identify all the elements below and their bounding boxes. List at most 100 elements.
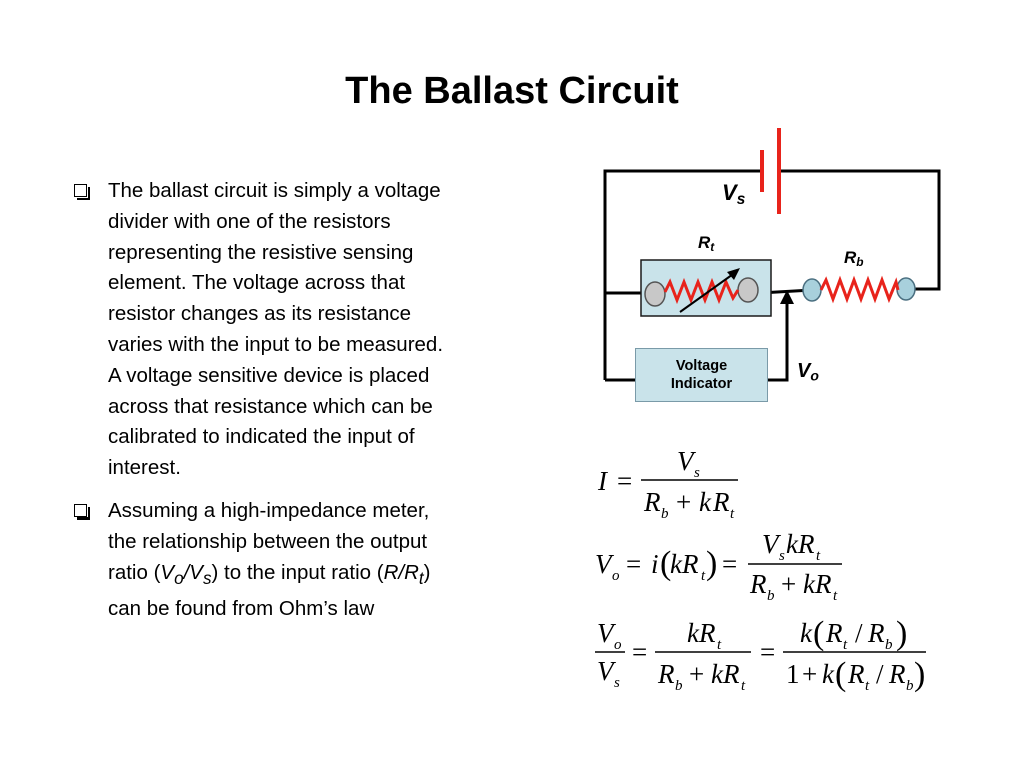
rt-sub: t xyxy=(418,568,424,588)
equations: I = V s R b + k R t V o = i ( kR t ) = V… xyxy=(595,446,926,694)
eq2-lhs-v: V xyxy=(595,549,615,579)
rb-zigzag xyxy=(819,275,900,304)
eq2-num-v: V xyxy=(762,529,782,559)
bullet-item: Assuming a high-impedance meter, the rel… xyxy=(70,496,460,625)
bullet-text-start: Assuming a high-impedance meter, the rel… xyxy=(108,498,430,584)
svg-text:(: ( xyxy=(835,656,846,693)
rt-variable-arrow xyxy=(679,271,737,313)
eq3-f1-den-rb: R xyxy=(657,659,675,689)
eq2-den-plus: + xyxy=(781,569,796,599)
eq3-lhs-num-sub: o xyxy=(614,637,622,653)
eq1-den-rt-sub: t xyxy=(730,506,735,522)
eq3-f2-num-rb: R xyxy=(867,618,885,648)
rt-label: Rt xyxy=(698,233,715,254)
rt-var: /R xyxy=(398,560,419,584)
rt-zigzag xyxy=(663,277,740,305)
voltage-indicator-line2: Indicator xyxy=(670,376,733,392)
eq1-den-plus: + xyxy=(676,487,691,517)
voltage-indicator-line1: Voltage xyxy=(675,358,728,374)
eq1-den-rb: R xyxy=(643,487,661,517)
r-var: R xyxy=(383,560,399,584)
vo-label: Vo xyxy=(797,360,819,384)
slide-title: The Ballast Circuit xyxy=(345,70,679,112)
eq3-f2-den-slash: / xyxy=(876,659,884,689)
bullet-item: The ballast circuit is simply a voltage … xyxy=(70,176,460,484)
eq2-equals-2: = xyxy=(722,549,737,579)
svg-text:): ) xyxy=(896,615,907,652)
rb-label: Rb xyxy=(844,248,864,269)
eq2-mid-kr: kR xyxy=(670,549,699,579)
eq3-lhs-den-sub: s xyxy=(614,675,620,691)
eq1-num-v: V xyxy=(677,446,697,476)
eq3-lhs-den-v: V xyxy=(597,656,617,686)
circuit-wires xyxy=(603,169,941,382)
checkbox-bullet-icon xyxy=(74,503,90,520)
svg-text:): ) xyxy=(706,545,717,582)
rb-terminal-left xyxy=(802,278,822,302)
ratio-slash: / xyxy=(183,560,190,584)
eq3-equals: = xyxy=(632,637,647,667)
equation-output-ratio: V o V s = kR t R b + kR t = k ( R t / R … xyxy=(595,615,926,694)
eq2-den-rb: R xyxy=(749,569,767,599)
bullet-list: The ballast circuit is simply a voltage … xyxy=(70,176,460,637)
eq3-f2-den-rb: R xyxy=(888,659,906,689)
eq2-i: i xyxy=(651,549,659,579)
wire-indicator-to-node xyxy=(768,300,789,382)
voltage-indicator-box: Voltage Indicator xyxy=(635,348,768,402)
vs-sub: s xyxy=(202,568,212,588)
wire-top-right xyxy=(779,169,941,291)
eq1-den-rb-sub: b xyxy=(661,506,669,522)
ballast-circuit-diagram xyxy=(603,128,941,382)
equation-current: I = V s R b + k R t xyxy=(597,446,738,522)
bullet-text: The ballast circuit is simply a voltage … xyxy=(108,179,444,480)
eq3-f1-num-kr: kR xyxy=(687,618,716,648)
eq3-f1-den-plus: + xyxy=(689,659,704,689)
eq2-den-kr-sub: t xyxy=(833,588,838,604)
eq3-lhs-num-v: V xyxy=(597,618,617,648)
eq2-den-kr: kR xyxy=(803,569,832,599)
eq3-f1-den-kr: kR xyxy=(711,659,740,689)
eq1-den-rt: R xyxy=(712,487,730,517)
eq3-f2-den-rt-sub: t xyxy=(865,678,870,694)
eq2-den-rb-sub: b xyxy=(767,588,775,604)
eq2-num-kr-sub: t xyxy=(816,548,821,564)
bullet-text-end: ) can be found from Ohm’s law xyxy=(108,560,431,621)
vo-sub: o xyxy=(174,568,184,588)
vo-var: V xyxy=(160,560,175,584)
vs-var: V xyxy=(189,560,203,584)
eq2-equals: = xyxy=(626,549,641,579)
eq1-lhs: I xyxy=(597,466,609,496)
eq3-f2-den-k: k xyxy=(822,659,835,689)
eq3-f1-den-rb-sub: b xyxy=(675,678,683,694)
svg-text:(: ( xyxy=(813,615,824,652)
eq1-equals: = xyxy=(617,466,632,496)
eq3-f2-den-rb-sub: b xyxy=(906,678,914,694)
eq2-lhs-sub: o xyxy=(612,568,620,584)
eq3-f1-den-kr-sub: t xyxy=(741,678,746,694)
eq3-f2-den-plus: + xyxy=(802,659,817,689)
eq3-f1-num-sub: t xyxy=(717,637,722,653)
rb-terminal-right xyxy=(896,277,916,301)
eq2-mid-sub: t xyxy=(701,568,706,584)
eq3-f2-den-one: 1 xyxy=(786,659,800,689)
eq2-num-v-sub: s xyxy=(779,548,785,564)
node-arrow-icon xyxy=(780,290,794,304)
eq3-f2-num-rt-sub: t xyxy=(843,637,848,653)
eq3-f2-num-k: k xyxy=(800,618,813,648)
eq3-equals-2: = xyxy=(760,637,775,667)
bullet-text-middle: ) to the input ratio ( xyxy=(211,560,384,584)
rt-terminal-left xyxy=(644,281,666,307)
eq1-num-sub: s xyxy=(694,465,700,481)
eq1-den-k: k xyxy=(699,487,712,517)
eq3-f2-num-rb-sub: b xyxy=(885,637,893,653)
wire-top-left xyxy=(603,169,762,380)
svg-text:(: ( xyxy=(660,545,671,582)
eq2-num-kr: kR xyxy=(786,529,815,559)
eq3-f2-num-slash: / xyxy=(855,618,863,648)
svg-text:): ) xyxy=(914,656,925,693)
eq3-f2-num-rt: R xyxy=(825,618,843,648)
equation-output-voltage: V o = i ( kR t ) = V s kR t R b + kR t xyxy=(595,529,842,604)
rt-variable-arrow-head-icon xyxy=(727,268,740,280)
eq3-f2-den-rt: R xyxy=(847,659,865,689)
vs-label: Vs xyxy=(722,180,746,208)
